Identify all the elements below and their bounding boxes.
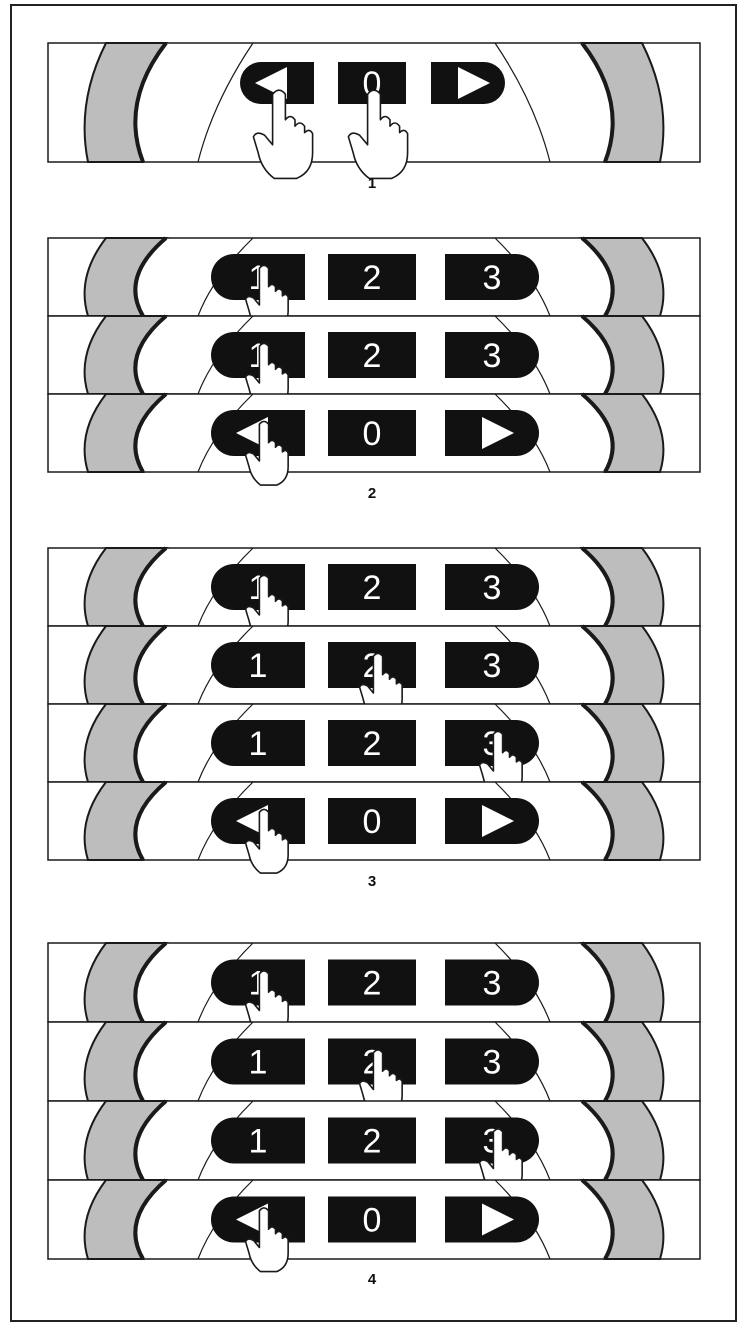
key-label: 1 bbox=[249, 1044, 268, 1082]
keypad-row: 0 bbox=[48, 394, 700, 485]
key-label: 1 bbox=[249, 1123, 268, 1161]
key-label: 2 bbox=[363, 337, 382, 375]
key-label: 0 bbox=[363, 415, 382, 453]
key-label: 3 bbox=[483, 1044, 502, 1082]
key-label: 1 bbox=[249, 647, 268, 685]
key-label: 2 bbox=[363, 965, 382, 1003]
step-3-label: 3 bbox=[352, 873, 392, 890]
key-label: 3 bbox=[483, 965, 502, 1003]
key-label: 2 bbox=[363, 725, 382, 763]
key-label: 3 bbox=[483, 337, 502, 375]
key-label: 3 bbox=[483, 647, 502, 685]
step-1-label: 1 bbox=[352, 175, 392, 192]
step-2-label: 2 bbox=[352, 485, 392, 502]
key-label: 2 bbox=[363, 259, 382, 297]
keypad-row: 0 bbox=[48, 43, 700, 178]
key-label: 2 bbox=[363, 569, 382, 607]
keypad-row: 0 bbox=[48, 1180, 700, 1272]
key-label: 1 bbox=[249, 725, 268, 763]
key-label: 3 bbox=[483, 569, 502, 607]
step-3-group: 1231231230 bbox=[48, 548, 700, 873]
keypad-row: 0 bbox=[48, 782, 700, 873]
key-label: 3 bbox=[483, 259, 502, 297]
key-label: 2 bbox=[363, 1123, 382, 1161]
step-4-label: 4 bbox=[352, 1271, 392, 1288]
key-label: 0 bbox=[363, 1202, 382, 1240]
step-1-group: 0 bbox=[48, 43, 700, 178]
key-label: 0 bbox=[363, 803, 382, 841]
